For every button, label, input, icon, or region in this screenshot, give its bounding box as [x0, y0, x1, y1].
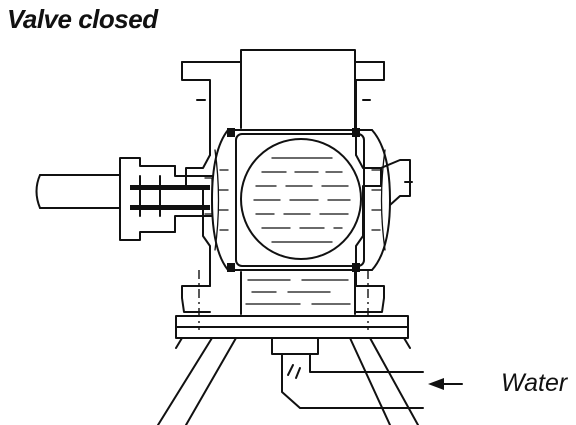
valve-body: [185, 128, 413, 287]
figure-title: Valve closed: [7, 4, 158, 34]
support-legs: [157, 337, 419, 425]
lower-pipe: [181, 270, 385, 330]
valve-ball: [235, 133, 365, 267]
top-flange: [181, 49, 385, 156]
actuator-stem: [35, 157, 213, 241]
water-pipe: [271, 337, 424, 409]
water-label: Water: [501, 369, 568, 397]
base-plate: [175, 315, 411, 349]
flow-arrow-icon: [428, 378, 463, 390]
